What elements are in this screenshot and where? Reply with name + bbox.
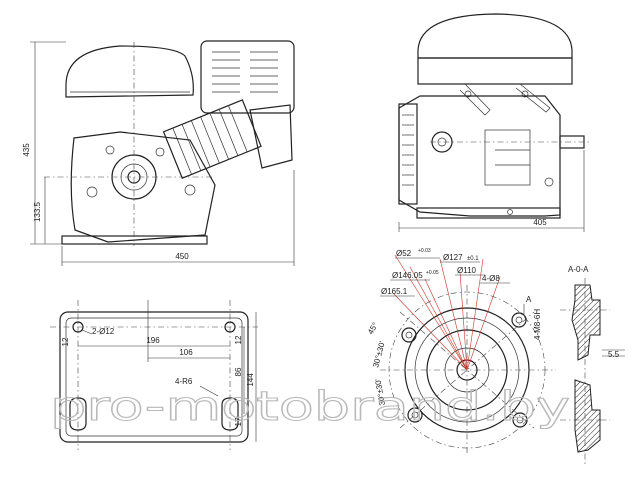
front-view: 435 133.5 450 (22, 40, 295, 266)
base-view: 196 106 2-Ø12 4-R6 12 12 86 144 17 (50, 300, 258, 450)
flange-d110: Ø110 (457, 266, 477, 275)
flange-holes: 4-Ø8 (482, 274, 500, 283)
base-radius-label: 4-R6 (175, 377, 193, 386)
base-spacing-196: 196 (146, 336, 160, 345)
front-height-dim: 435 (22, 143, 31, 157)
base-hole-label: 2-Ø12 (92, 327, 115, 336)
section-dim-55: 5.5 (608, 350, 620, 359)
flange-d52: Ø52 (396, 249, 412, 258)
flange-d52-tol: +0.03 (418, 248, 431, 254)
side-view: 405 (398, 13, 592, 232)
section-view: A-0-A 5.5 (560, 265, 625, 465)
flange-d127: Ø127 (443, 253, 463, 262)
base-dim-12-top: 12 (234, 335, 243, 344)
flange-d165: Ø165.1 (381, 287, 408, 296)
base-dim-86: 86 (234, 367, 243, 376)
base-dim-17: 17 (234, 417, 243, 426)
base-dim-12-left: 12 (61, 337, 70, 346)
front-width-dim: 450 (175, 252, 189, 261)
side-width-dim: 405 (533, 218, 547, 227)
front-shaft-height-dim: 133.5 (33, 201, 42, 222)
flange-label-a: A (526, 295, 532, 304)
flange-angle-45: 45° (366, 321, 380, 336)
flange-d146-tol: +0.05 (426, 270, 439, 276)
flange-d127-tol: ±0.1 (467, 256, 479, 262)
base-dim-144: 144 (246, 373, 255, 387)
watermark-text: pro-motobrand.by (50, 384, 570, 430)
section-title: A-0-A (568, 265, 589, 274)
flange-thread: 4-M8-6H (533, 309, 542, 340)
flange-d146: Ø146.05 (392, 271, 423, 280)
base-spacing-106: 106 (179, 348, 193, 357)
flange-angle-30-a: 30°±30' (371, 340, 387, 369)
